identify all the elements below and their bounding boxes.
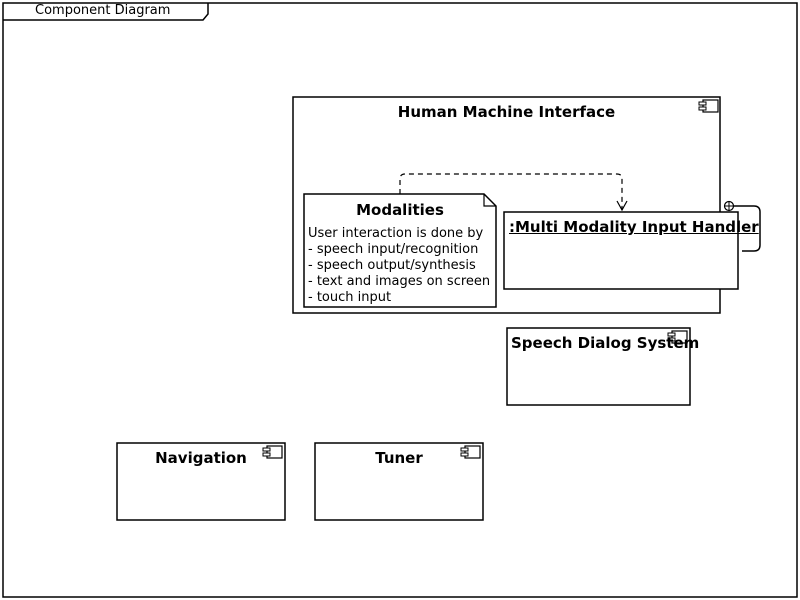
mmih-component[interactable]: [503, 211, 739, 290]
note-fold: [483, 194, 496, 207]
note-line: - speech output/synthesis: [308, 258, 476, 273]
note-line: - text and images on screen: [308, 274, 491, 289]
note-body: User interaction is done by - speech inp…: [308, 226, 490, 306]
nesting-connector: [734, 205, 761, 252]
sds-label: Speech Dialog System: [511, 334, 700, 352]
modalities-note[interactable]: [303, 193, 497, 308]
navigation-label: Navigation: [155, 449, 247, 467]
component-icon: [460, 445, 481, 459]
mmih-label: :Multi Modality Input Handler: [509, 218, 759, 236]
navigation-component[interactable]: [116, 442, 286, 521]
note-line: - touch input: [308, 290, 392, 305]
component-icon: [667, 330, 688, 344]
component-icon: [698, 99, 719, 113]
note-line: - speech input/recognition: [308, 242, 479, 257]
frame-title-tab: [3, 3, 209, 21]
hmi-label: Human Machine Interface: [397, 103, 616, 121]
frame-title: Component Diagram: [35, 3, 171, 18]
circle-plus-icon: [723, 200, 735, 212]
dependency-arrow: [399, 173, 623, 210]
note-line: User interaction is done by: [308, 226, 484, 241]
sds-component[interactable]: [506, 327, 691, 406]
note-title: Modalities: [356, 201, 444, 219]
tuner-component[interactable]: [314, 442, 484, 521]
tuner-label: Tuner: [375, 449, 423, 467]
component-icon: [262, 445, 283, 459]
arrow-head: [616, 200, 628, 212]
